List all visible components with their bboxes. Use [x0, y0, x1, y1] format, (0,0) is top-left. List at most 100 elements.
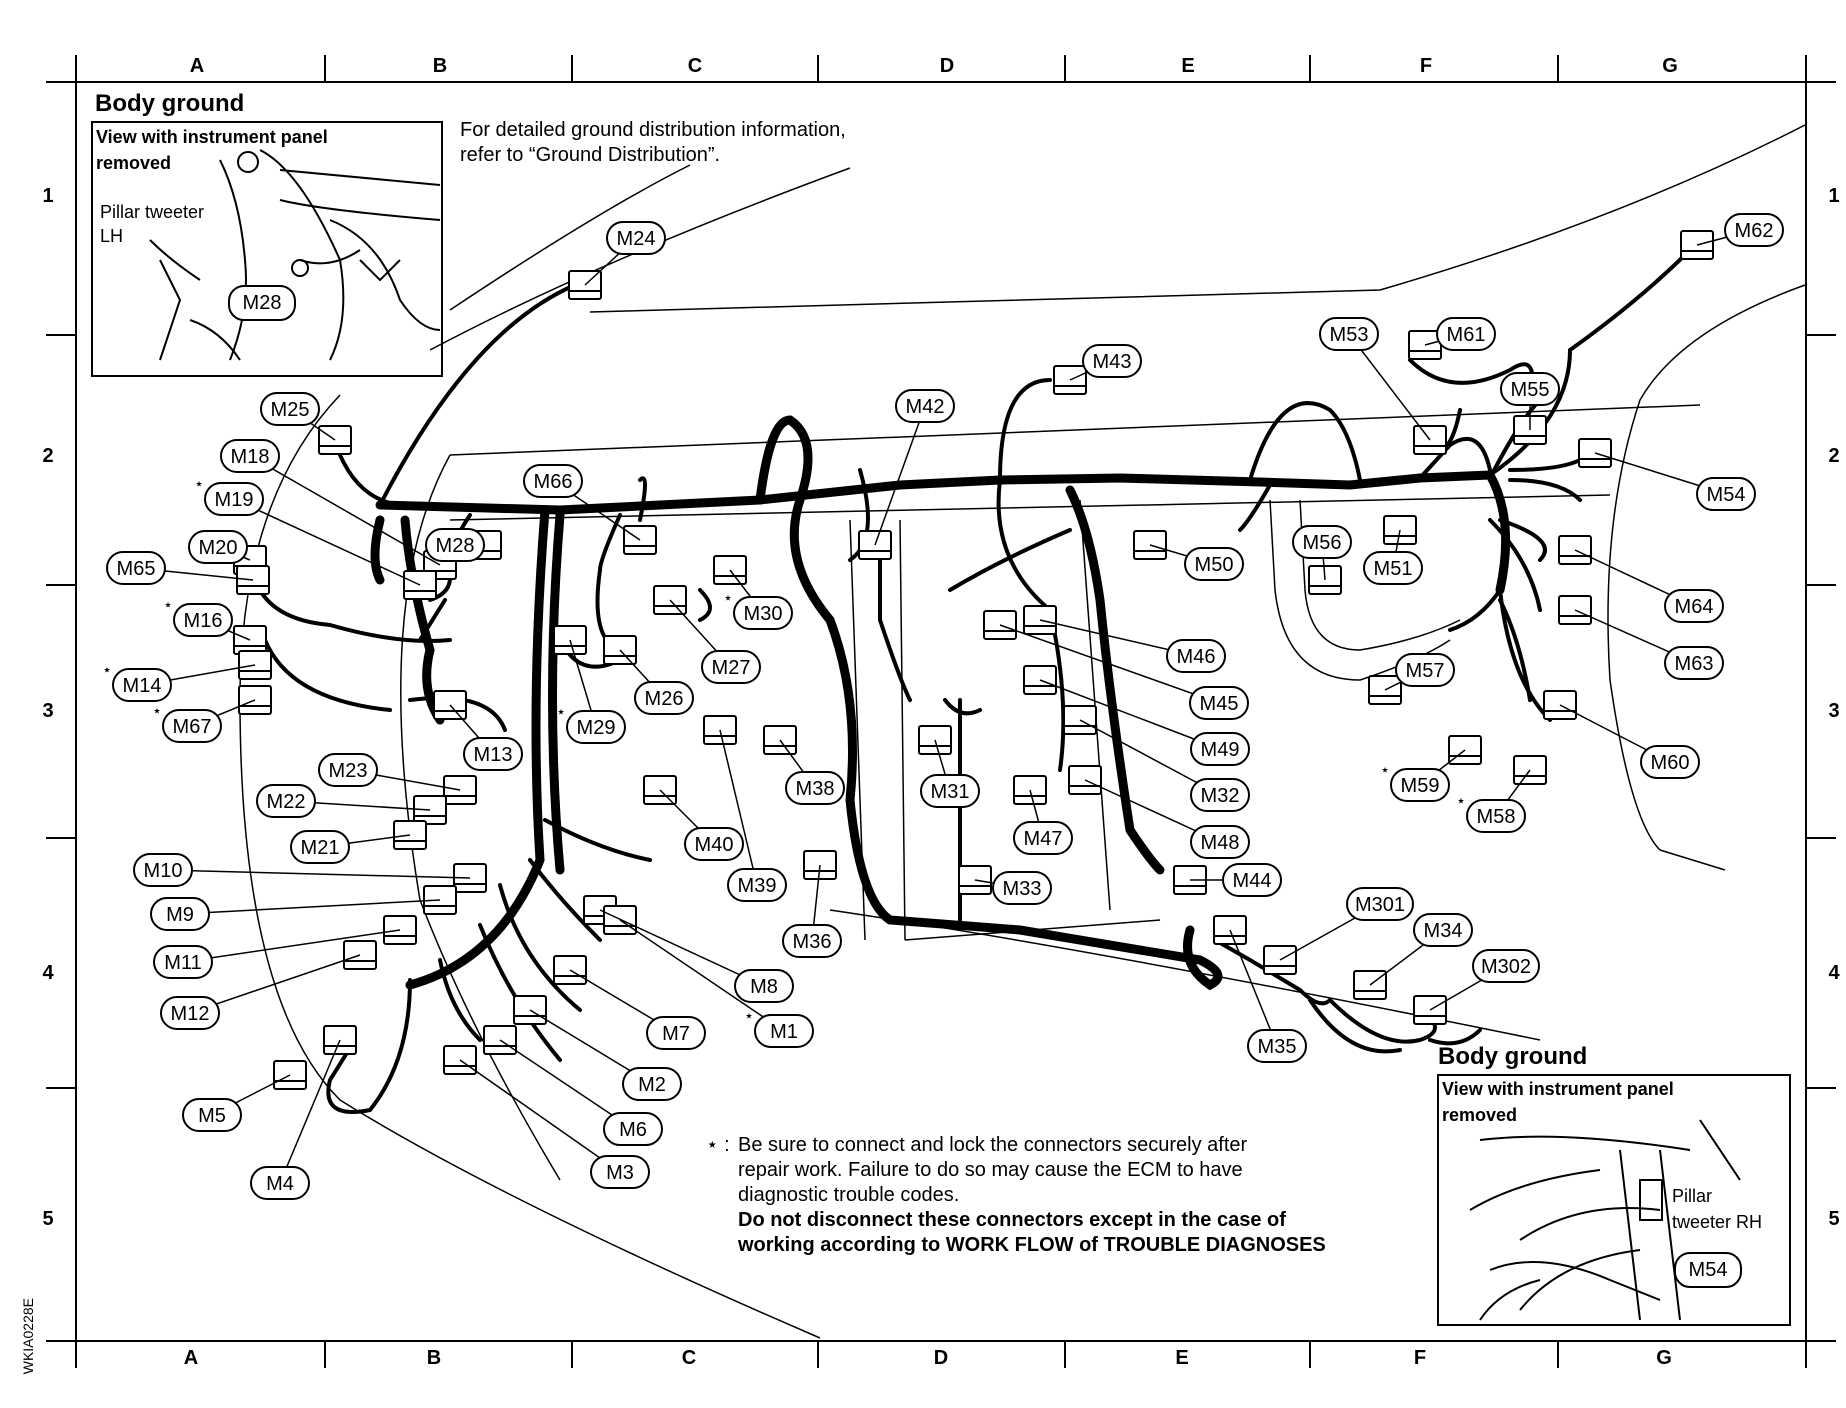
- callout-bubble[interactable]: [1664, 646, 1724, 680]
- callout-m39[interactable]: M39: [727, 868, 787, 902]
- callout-bubble[interactable]: [603, 1112, 663, 1146]
- callout-bubble[interactable]: [634, 681, 694, 715]
- callout-bubble[interactable]: [106, 551, 166, 585]
- callout-m51[interactable]: M51: [1363, 551, 1423, 585]
- callout-m67[interactable]: M67⋆: [152, 701, 222, 743]
- callout-m24[interactable]: M24: [606, 221, 666, 255]
- callout-bubble[interactable]: [160, 996, 220, 1030]
- callout-bubble[interactable]: [1222, 863, 1282, 897]
- callout-bubble[interactable]: [1292, 525, 1352, 559]
- callout-m18[interactable]: M18: [220, 439, 280, 473]
- callout-m27[interactable]: M27: [701, 650, 761, 684]
- callout-bubble[interactable]: [646, 1016, 706, 1050]
- callout-bubble[interactable]: [150, 897, 210, 931]
- callout-m1[interactable]: M1⋆: [744, 1006, 814, 1048]
- callout-m14[interactable]: M14⋆: [102, 660, 172, 702]
- callout-m8[interactable]: M8: [734, 969, 794, 1003]
- inset-right-connector[interactable]: M54: [1674, 1252, 1742, 1288]
- callout-m34[interactable]: M34: [1413, 913, 1473, 947]
- callout-bubble[interactable]: [1247, 1029, 1307, 1063]
- callout-bubble[interactable]: [734, 969, 794, 1003]
- callout-bubble[interactable]: [290, 830, 350, 864]
- callout-bubble[interactable]: [1472, 949, 1540, 983]
- callout-m13[interactable]: M13: [463, 737, 523, 771]
- callout-bubble[interactable]: [1466, 799, 1526, 833]
- callout-bubble[interactable]: [250, 1166, 310, 1200]
- callout-bubble[interactable]: [204, 482, 264, 516]
- callout-m28[interactable]: M28: [425, 528, 485, 562]
- callout-bubble[interactable]: [895, 389, 955, 423]
- callout-m56[interactable]: M56: [1292, 525, 1352, 559]
- callout-bubble[interactable]: [162, 709, 222, 743]
- callout-bubble[interactable]: [727, 868, 787, 902]
- callout-m66[interactable]: M66: [523, 464, 583, 498]
- callout-bubble[interactable]: [1395, 653, 1455, 687]
- callout-m62[interactable]: M62: [1724, 213, 1784, 247]
- callout-bubble[interactable]: [133, 853, 193, 887]
- callout-m23[interactable]: M23: [318, 753, 378, 787]
- callout-m5[interactable]: M5: [182, 1098, 242, 1132]
- callout-bubble[interactable]: [1696, 477, 1756, 511]
- callout-bubble[interactable]: [188, 530, 248, 564]
- callout-m53[interactable]: M53: [1319, 317, 1379, 351]
- callout-bubble[interactable]: [153, 945, 213, 979]
- callout-bubble[interactable]: [992, 871, 1052, 905]
- callout-bubble[interactable]: [173, 603, 233, 637]
- callout-bubble[interactable]: [566, 710, 626, 744]
- callout-m45[interactable]: M45: [1189, 686, 1249, 720]
- callout-bubble[interactable]: [622, 1067, 682, 1101]
- callout-bubble[interactable]: [182, 1098, 242, 1132]
- callout-m31[interactable]: M31: [920, 774, 980, 808]
- connector-callouts[interactable]: M24M25M18M19⋆M20M65M16⋆M14⋆M67⋆M13M23M22…: [102, 213, 1784, 1200]
- callout-bubble[interactable]: [1319, 317, 1379, 351]
- callout-m20[interactable]: M20: [188, 530, 248, 564]
- inset-left-connector[interactable]: M28: [228, 285, 296, 321]
- callout-bubble[interactable]: [1724, 213, 1784, 247]
- callout-m4[interactable]: M4: [250, 1166, 310, 1200]
- callout-bubble[interactable]: [1190, 732, 1250, 766]
- callout-m6[interactable]: M6: [603, 1112, 663, 1146]
- callout-m26[interactable]: M26: [634, 681, 694, 715]
- callout-m60[interactable]: M60: [1640, 745, 1700, 779]
- callout-m50[interactable]: M50: [1184, 547, 1244, 581]
- callout-m19[interactable]: M19⋆: [194, 474, 264, 516]
- callout-m54[interactable]: M54: [1696, 477, 1756, 511]
- callout-bubble[interactable]: [1500, 372, 1560, 406]
- callout-m42[interactable]: M42: [895, 389, 955, 423]
- callout-bubble[interactable]: [256, 784, 316, 818]
- callout-bubble[interactable]: [590, 1155, 650, 1189]
- callout-bubble[interactable]: [523, 464, 583, 498]
- callout-m35[interactable]: M35: [1247, 1029, 1307, 1063]
- callout-bubble[interactable]: [425, 528, 485, 562]
- callout-m58[interactable]: M58⋆: [1456, 791, 1526, 833]
- callout-bubble[interactable]: [112, 668, 172, 702]
- callout-m30[interactable]: M30⋆: [723, 588, 793, 630]
- callout-m12[interactable]: M12: [160, 996, 220, 1030]
- callout-bubble[interactable]: [1664, 589, 1724, 623]
- callout-bubble[interactable]: [1346, 887, 1414, 921]
- callout-bubble[interactable]: [785, 771, 845, 805]
- callout-bubble[interactable]: [920, 774, 980, 808]
- callout-m40[interactable]: M40: [684, 827, 744, 861]
- callout-m38[interactable]: M38: [785, 771, 845, 805]
- callout-m64[interactable]: M64: [1664, 589, 1724, 623]
- callout-m22[interactable]: M22: [256, 784, 316, 818]
- callout-bubble[interactable]: [318, 753, 378, 787]
- callout-m36[interactable]: M36: [782, 924, 842, 958]
- callout-m48[interactable]: M48: [1190, 825, 1250, 859]
- callout-m46[interactable]: M46: [1166, 639, 1226, 673]
- callout-m11[interactable]: M11: [153, 945, 213, 979]
- callout-bubble[interactable]: [1189, 686, 1249, 720]
- callout-m57[interactable]: M57: [1395, 653, 1455, 687]
- callout-m9[interactable]: M9: [150, 897, 210, 931]
- callout-m65[interactable]: M65: [106, 551, 166, 585]
- callout-bubble[interactable]: [782, 924, 842, 958]
- callout-m59[interactable]: M59⋆: [1380, 760, 1450, 802]
- callout-m61[interactable]: M61: [1436, 317, 1496, 351]
- callout-m302[interactable]: M302: [1472, 949, 1540, 983]
- callout-bubble[interactable]: [1413, 913, 1473, 947]
- callout-bubble[interactable]: [1166, 639, 1226, 673]
- callout-bubble[interactable]: [1640, 745, 1700, 779]
- callout-m25[interactable]: M25: [260, 392, 320, 426]
- callout-m2[interactable]: M2: [622, 1067, 682, 1101]
